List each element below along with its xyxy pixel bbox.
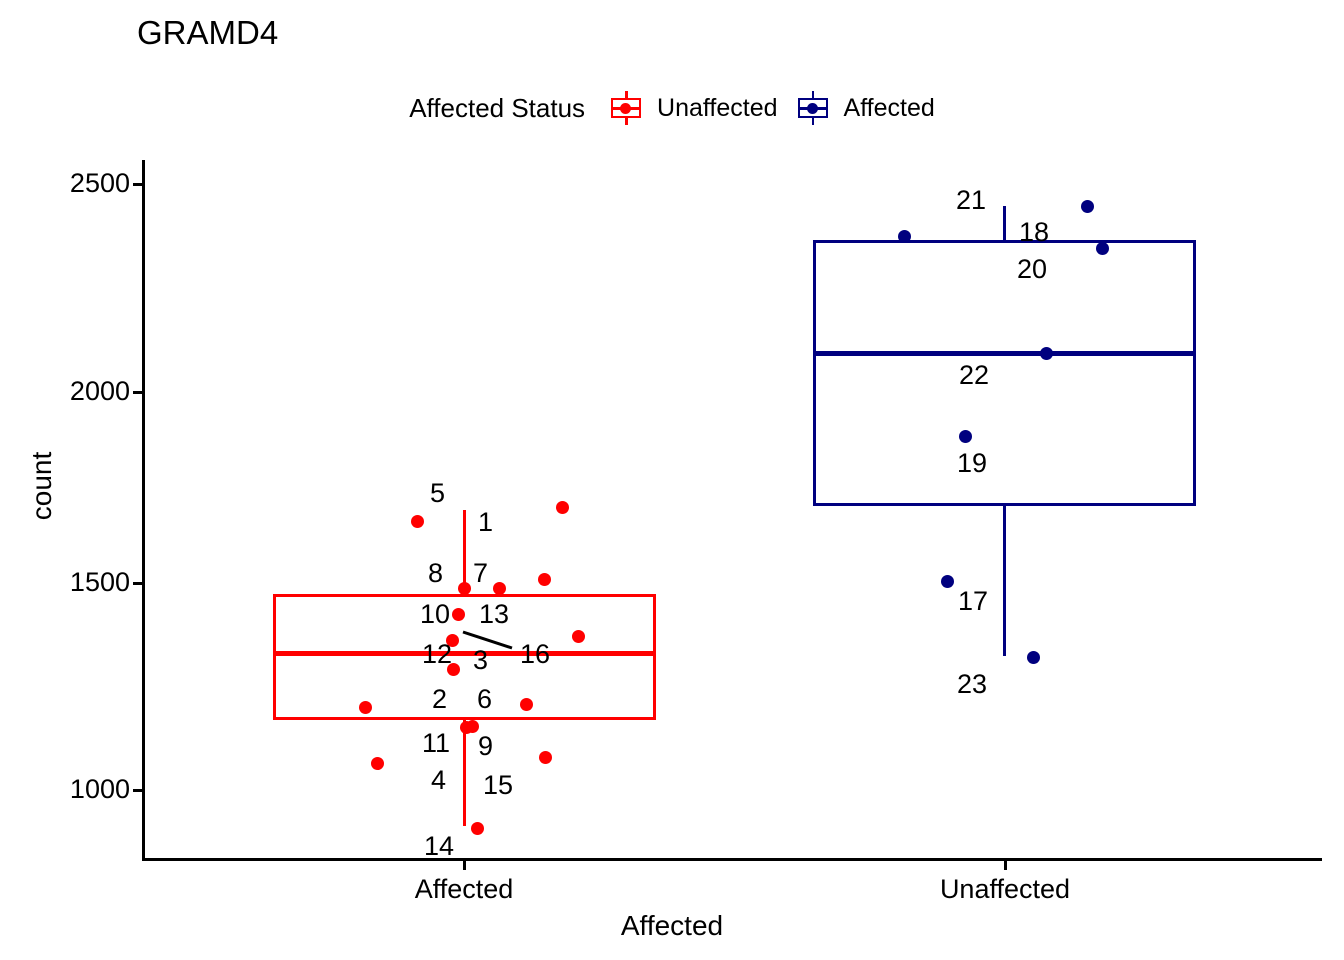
- data-point-label: 5: [430, 478, 446, 508]
- data-point-label: 21: [956, 185, 987, 215]
- median-line: [813, 351, 1196, 356]
- data-point[interactable]: [457, 581, 471, 595]
- y-tick-label: 1500: [69, 567, 130, 597]
- y-axis-line: [142, 160, 145, 860]
- legend-entry-affected[interactable]: Affected: [792, 90, 935, 126]
- box-iqr[interactable]: [273, 594, 656, 720]
- legend-title: Affected Status: [409, 92, 586, 123]
- data-point-label: 4: [431, 765, 447, 795]
- data-point[interactable]: [358, 700, 372, 714]
- data-point[interactable]: [897, 229, 911, 243]
- data-point[interactable]: [459, 720, 473, 734]
- y-tick-label: 2500: [69, 168, 130, 198]
- data-point[interactable]: [445, 633, 459, 647]
- data-point-label: 6: [477, 684, 493, 714]
- y-tick-mark: [133, 789, 142, 792]
- legend-label-unaffected: Unaffected: [657, 93, 778, 122]
- x-tick-label: Unaffected: [939, 874, 1071, 904]
- data-point[interactable]: [519, 697, 533, 711]
- data-point[interactable]: [1026, 650, 1040, 664]
- data-point[interactable]: [451, 607, 465, 621]
- data-point-label: 17: [958, 586, 989, 616]
- data-point[interactable]: [555, 500, 569, 514]
- y-tick-mark: [133, 391, 142, 394]
- data-point-label: 7: [473, 558, 489, 588]
- data-point-label: 22: [959, 360, 990, 390]
- data-point-label: 19: [957, 448, 988, 478]
- data-point-label: 10: [420, 599, 451, 629]
- x-tick-mark: [463, 861, 466, 870]
- x-tick-label: Affected: [414, 874, 514, 904]
- data-point[interactable]: [410, 514, 424, 528]
- y-tick-mark: [133, 183, 142, 186]
- data-point[interactable]: [537, 572, 551, 586]
- box-iqr[interactable]: [813, 240, 1196, 506]
- data-point-label: 1: [478, 507, 494, 537]
- legend-entry-unaffected[interactable]: Unaffected: [605, 90, 778, 126]
- whisker-upper: [1003, 206, 1006, 240]
- data-point[interactable]: [446, 662, 460, 676]
- data-point-label: 18: [1019, 217, 1050, 247]
- data-point-label: 2: [432, 684, 448, 714]
- legend-label-affected: Affected: [843, 93, 935, 122]
- data-point[interactable]: [571, 629, 585, 643]
- data-point-label: 23: [957, 669, 988, 699]
- data-point-label: 15: [483, 770, 514, 800]
- boxplot-key-icon: [605, 90, 647, 126]
- data-point[interactable]: [940, 574, 954, 588]
- whisker-upper: [463, 510, 466, 594]
- y-tick-label: 1000: [69, 774, 130, 804]
- data-point[interactable]: [1080, 199, 1094, 213]
- data-point-label: 11: [422, 728, 451, 758]
- y-axis-title: count: [26, 451, 57, 521]
- data-point-label: 13: [479, 599, 510, 629]
- boxplot-key-icon: [792, 90, 834, 126]
- data-point[interactable]: [470, 821, 484, 835]
- legend: Affected Status Unaffected Affected: [0, 88, 1344, 128]
- y-tick-label: 2000: [69, 376, 130, 406]
- data-point-label: 20: [1017, 254, 1048, 284]
- data-point-label: 9: [478, 731, 494, 761]
- x-axis-line: [142, 858, 1322, 861]
- median-line: [273, 651, 656, 656]
- page-title: GRAMD4: [137, 14, 279, 51]
- data-point-label: 3: [473, 645, 489, 675]
- data-point-label: 14: [424, 831, 455, 861]
- whisker-lower: [1003, 506, 1006, 656]
- data-point-label: 16: [520, 639, 551, 669]
- data-point[interactable]: [538, 750, 552, 764]
- y-tick-mark: [133, 582, 142, 585]
- x-axis-title: Affected: [620, 910, 724, 941]
- data-point[interactable]: [1039, 346, 1053, 360]
- data-point[interactable]: [492, 581, 506, 595]
- data-point[interactable]: [958, 429, 972, 443]
- x-tick-mark: [1004, 861, 1007, 870]
- data-point-label: 12: [422, 639, 453, 669]
- data-point-label: 8: [428, 558, 444, 588]
- data-point[interactable]: [1095, 241, 1109, 255]
- data-point[interactable]: [370, 756, 384, 770]
- whisker-lower: [463, 720, 466, 826]
